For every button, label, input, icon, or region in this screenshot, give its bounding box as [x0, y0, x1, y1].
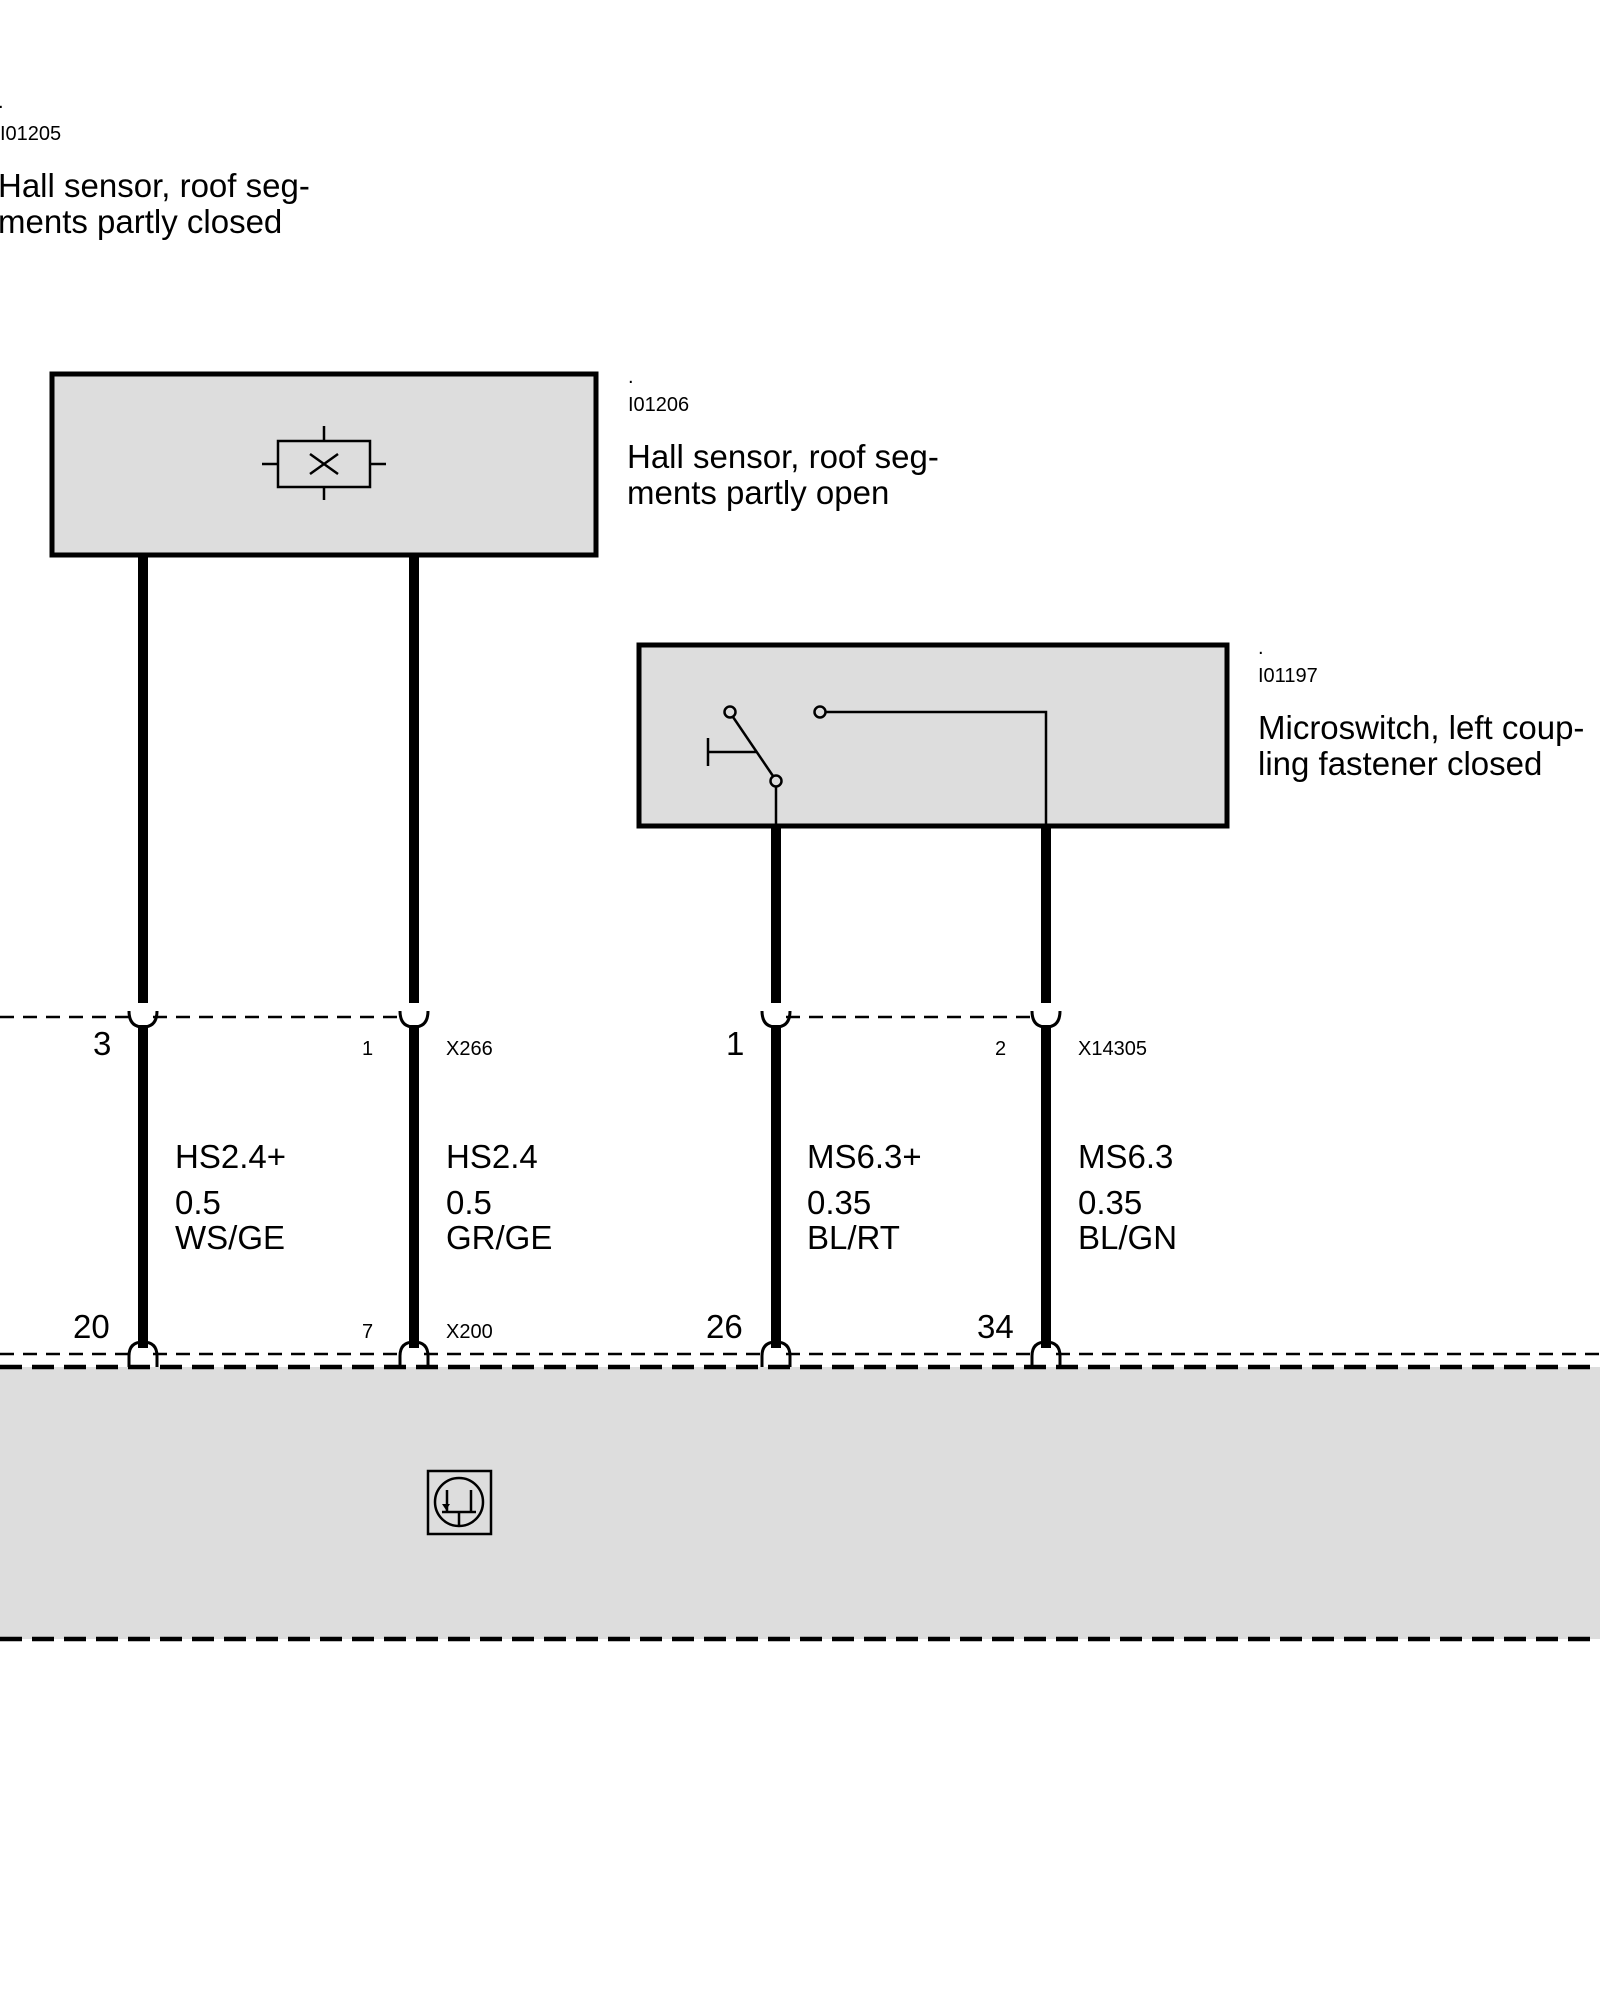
control-unit: 20 7 X200 26 34 [0, 1308, 1600, 1642]
wire-signal: MS6.3 [1078, 1138, 1173, 1175]
pin-number: 7 [362, 1321, 373, 1343]
wire-signal: HS2.4+ [175, 1138, 286, 1175]
connector-pin-icon [127, 1010, 159, 1029]
pin-number: 20 [73, 1308, 110, 1345]
pin-number: 2 [995, 1038, 1006, 1060]
wire-signal: HS2.4 [446, 1138, 538, 1175]
connector-pin-icon [760, 1340, 792, 1367]
hall-sensor-icon [262, 426, 386, 500]
component-code: I01197 [1258, 665, 1318, 687]
component-title-line1: Hall sensor, roof seg- [0, 167, 310, 204]
connector-pin-icon [127, 1340, 159, 1367]
wires [138, 555, 1051, 1348]
component-dot: . [0, 91, 4, 113]
connector-pin-icon [398, 1340, 430, 1367]
component-title-line1: Hall sensor, roof seg- [627, 438, 939, 475]
wire-label-4: MS6.3 0.35 BL/GN [1078, 1138, 1177, 1256]
connector-name: X200 [446, 1321, 493, 1343]
wire-color: BL/GN [1078, 1219, 1177, 1256]
wire-color: GR/GE [446, 1219, 552, 1256]
pin-number: 1 [726, 1025, 744, 1062]
connector-name: X14305 [1078, 1038, 1147, 1060]
wire-size: 0.5 [446, 1184, 492, 1221]
pin-number: 26 [706, 1308, 743, 1345]
wire-size: 0.35 [1078, 1184, 1142, 1221]
component-code: I01206 [628, 394, 689, 416]
pin-number: 1 [362, 1038, 373, 1060]
component-code: I01205 [0, 123, 61, 145]
wire-signal: MS6.3+ [807, 1138, 922, 1175]
microswitch-box [636, 642, 1230, 829]
hall-sensor-open-component: . I01206 Hall sensor, roof seg- ments pa… [49, 366, 939, 558]
component-label-i01205: . I01205 Hall sensor, roof seg- ments pa… [0, 91, 310, 240]
component-title-line2: ling fastener closed [1258, 745, 1542, 782]
component-dot: . [628, 366, 634, 388]
pin-number: 34 [977, 1308, 1014, 1345]
connector-x266: 3 1 X266 [0, 1010, 493, 1062]
switch-icon [706, 705, 1048, 826]
connector-pin-icon [1030, 1340, 1062, 1367]
connector-pin-icon [398, 1010, 430, 1029]
wire-label-2: HS2.4 0.5 GR/GE [446, 1138, 552, 1256]
control-unit-body [0, 1367, 1600, 1639]
component-dot: . [1258, 637, 1264, 659]
wire-size: 0.5 [175, 1184, 221, 1221]
component-title-line1: Microswitch, left coup- [1258, 709, 1584, 746]
component-title-line2: ments partly closed [0, 203, 282, 240]
wire-color: WS/GE [175, 1219, 285, 1256]
microswitch-component: . I01197 Microswitch, left coup- ling fa… [636, 637, 1584, 829]
wire-label-1: HS2.4+ 0.5 WS/GE [175, 1138, 286, 1256]
transistor-icon [426, 1469, 493, 1536]
connector-name: X266 [446, 1038, 493, 1060]
connector-x14305: 1 2 X14305 [726, 1010, 1147, 1062]
connector-pin-icon [760, 1010, 792, 1029]
pin-number: 3 [93, 1025, 111, 1062]
wire-label-3: MS6.3+ 0.35 BL/RT [807, 1138, 922, 1256]
connector-pin-icon [1030, 1010, 1062, 1029]
wire-color: BL/RT [807, 1219, 900, 1256]
component-title-line2: ments partly open [627, 474, 889, 511]
wire-size: 0.35 [807, 1184, 871, 1221]
